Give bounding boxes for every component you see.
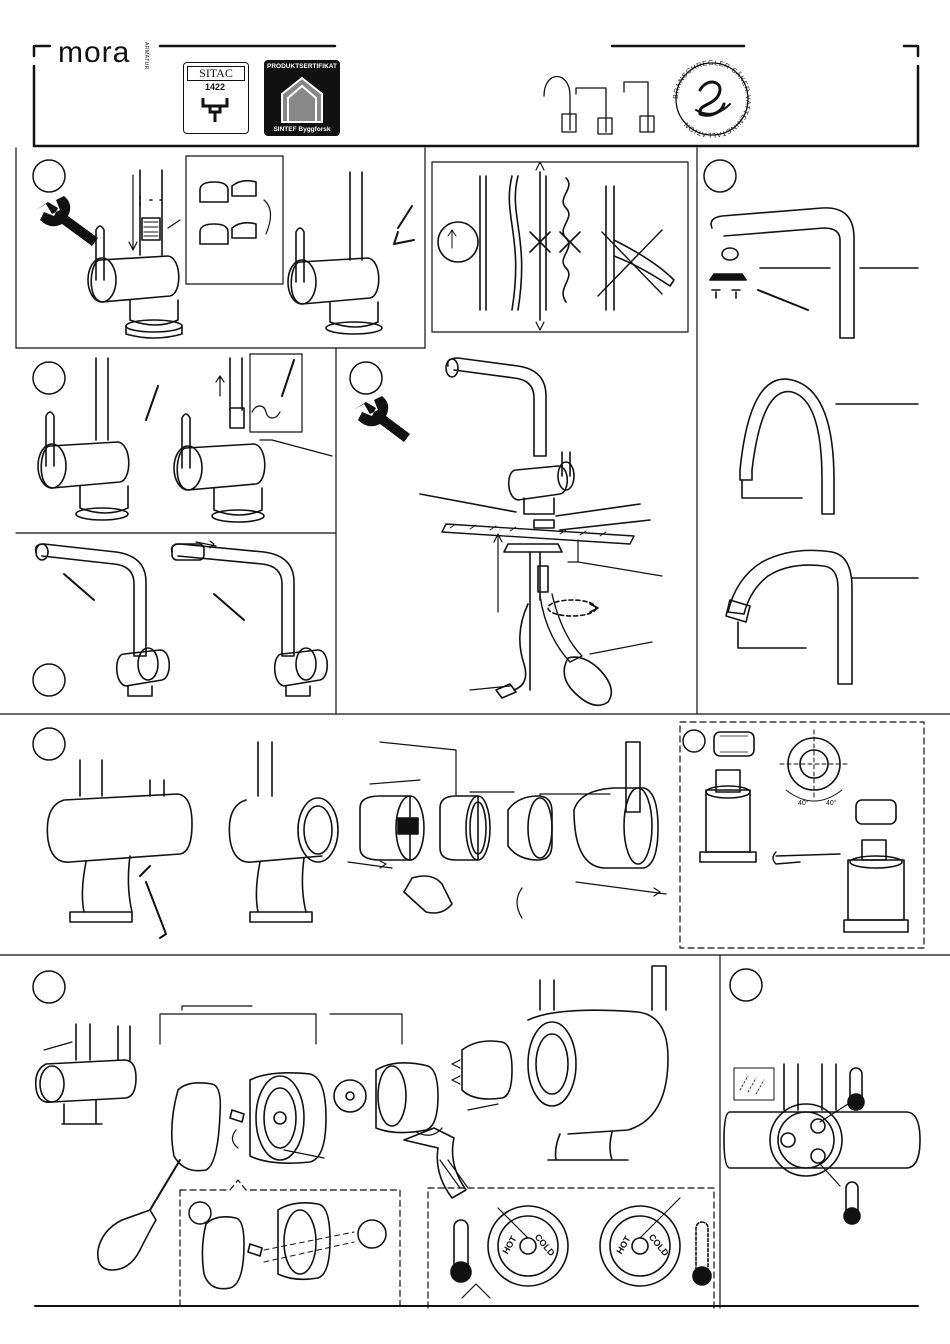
faucet-install [420,358,662,705]
faucet-section4-left [47,760,192,938]
brand-sub-label: ARMATUR [143,42,149,70]
seal-ring-text: BRANSCHREGLER SÄKER VATTENINSTALLATION [670,57,754,141]
hose-comparison-box [432,162,688,332]
faucet-section5-small [36,1024,136,1124]
svg-text:BRANSCHREGLER SÄKER VATTENINST: BRANSCHREGLER SÄKER VATTENINSTALLATION [673,60,751,138]
wrench-icon-1 [36,196,98,246]
faucet-section6 [724,1064,920,1224]
angle-right-label: 40° [826,800,837,807]
clip-detail-box [168,156,283,284]
angle-left-label: 40° [798,800,809,807]
house-icon [276,74,328,124]
thermostat-cartridge-box [680,722,924,948]
thermostat-exploded [160,966,668,1198]
faucet-panel1-right [288,172,414,334]
header-faucet-icons [544,77,654,135]
spout-arc [740,379,918,514]
wrench-icon-2 [354,396,410,442]
detail-box-dials [428,1160,714,1308]
spout-straight [710,208,918,338]
screwdriver [98,1160,180,1270]
detail-box-assembly [180,1180,400,1308]
step-circles [33,160,762,1224]
faucet-pullout-left [36,544,170,696]
header-frame [34,46,918,146]
sitac-faucet-icon [200,96,230,124]
cert-bottom-label: SINTEF Byggforsk [266,126,338,133]
faucet-section2-right [174,354,332,522]
spout-square [726,550,918,684]
sitac-number: 1422 [187,82,243,92]
section-dividers [0,148,950,1308]
cartridge-exploded [348,742,666,918]
sitac-title: SITAC [187,66,245,81]
cert-top-label: PRODUKTSERTIFIKAT [266,63,338,70]
faucet-panel1-left [88,170,182,338]
brand-logo: mora [58,36,130,70]
faucet-section4-body [229,742,338,922]
faucet-section2-left [38,358,158,520]
faucet-pullout-right [172,541,328,696]
